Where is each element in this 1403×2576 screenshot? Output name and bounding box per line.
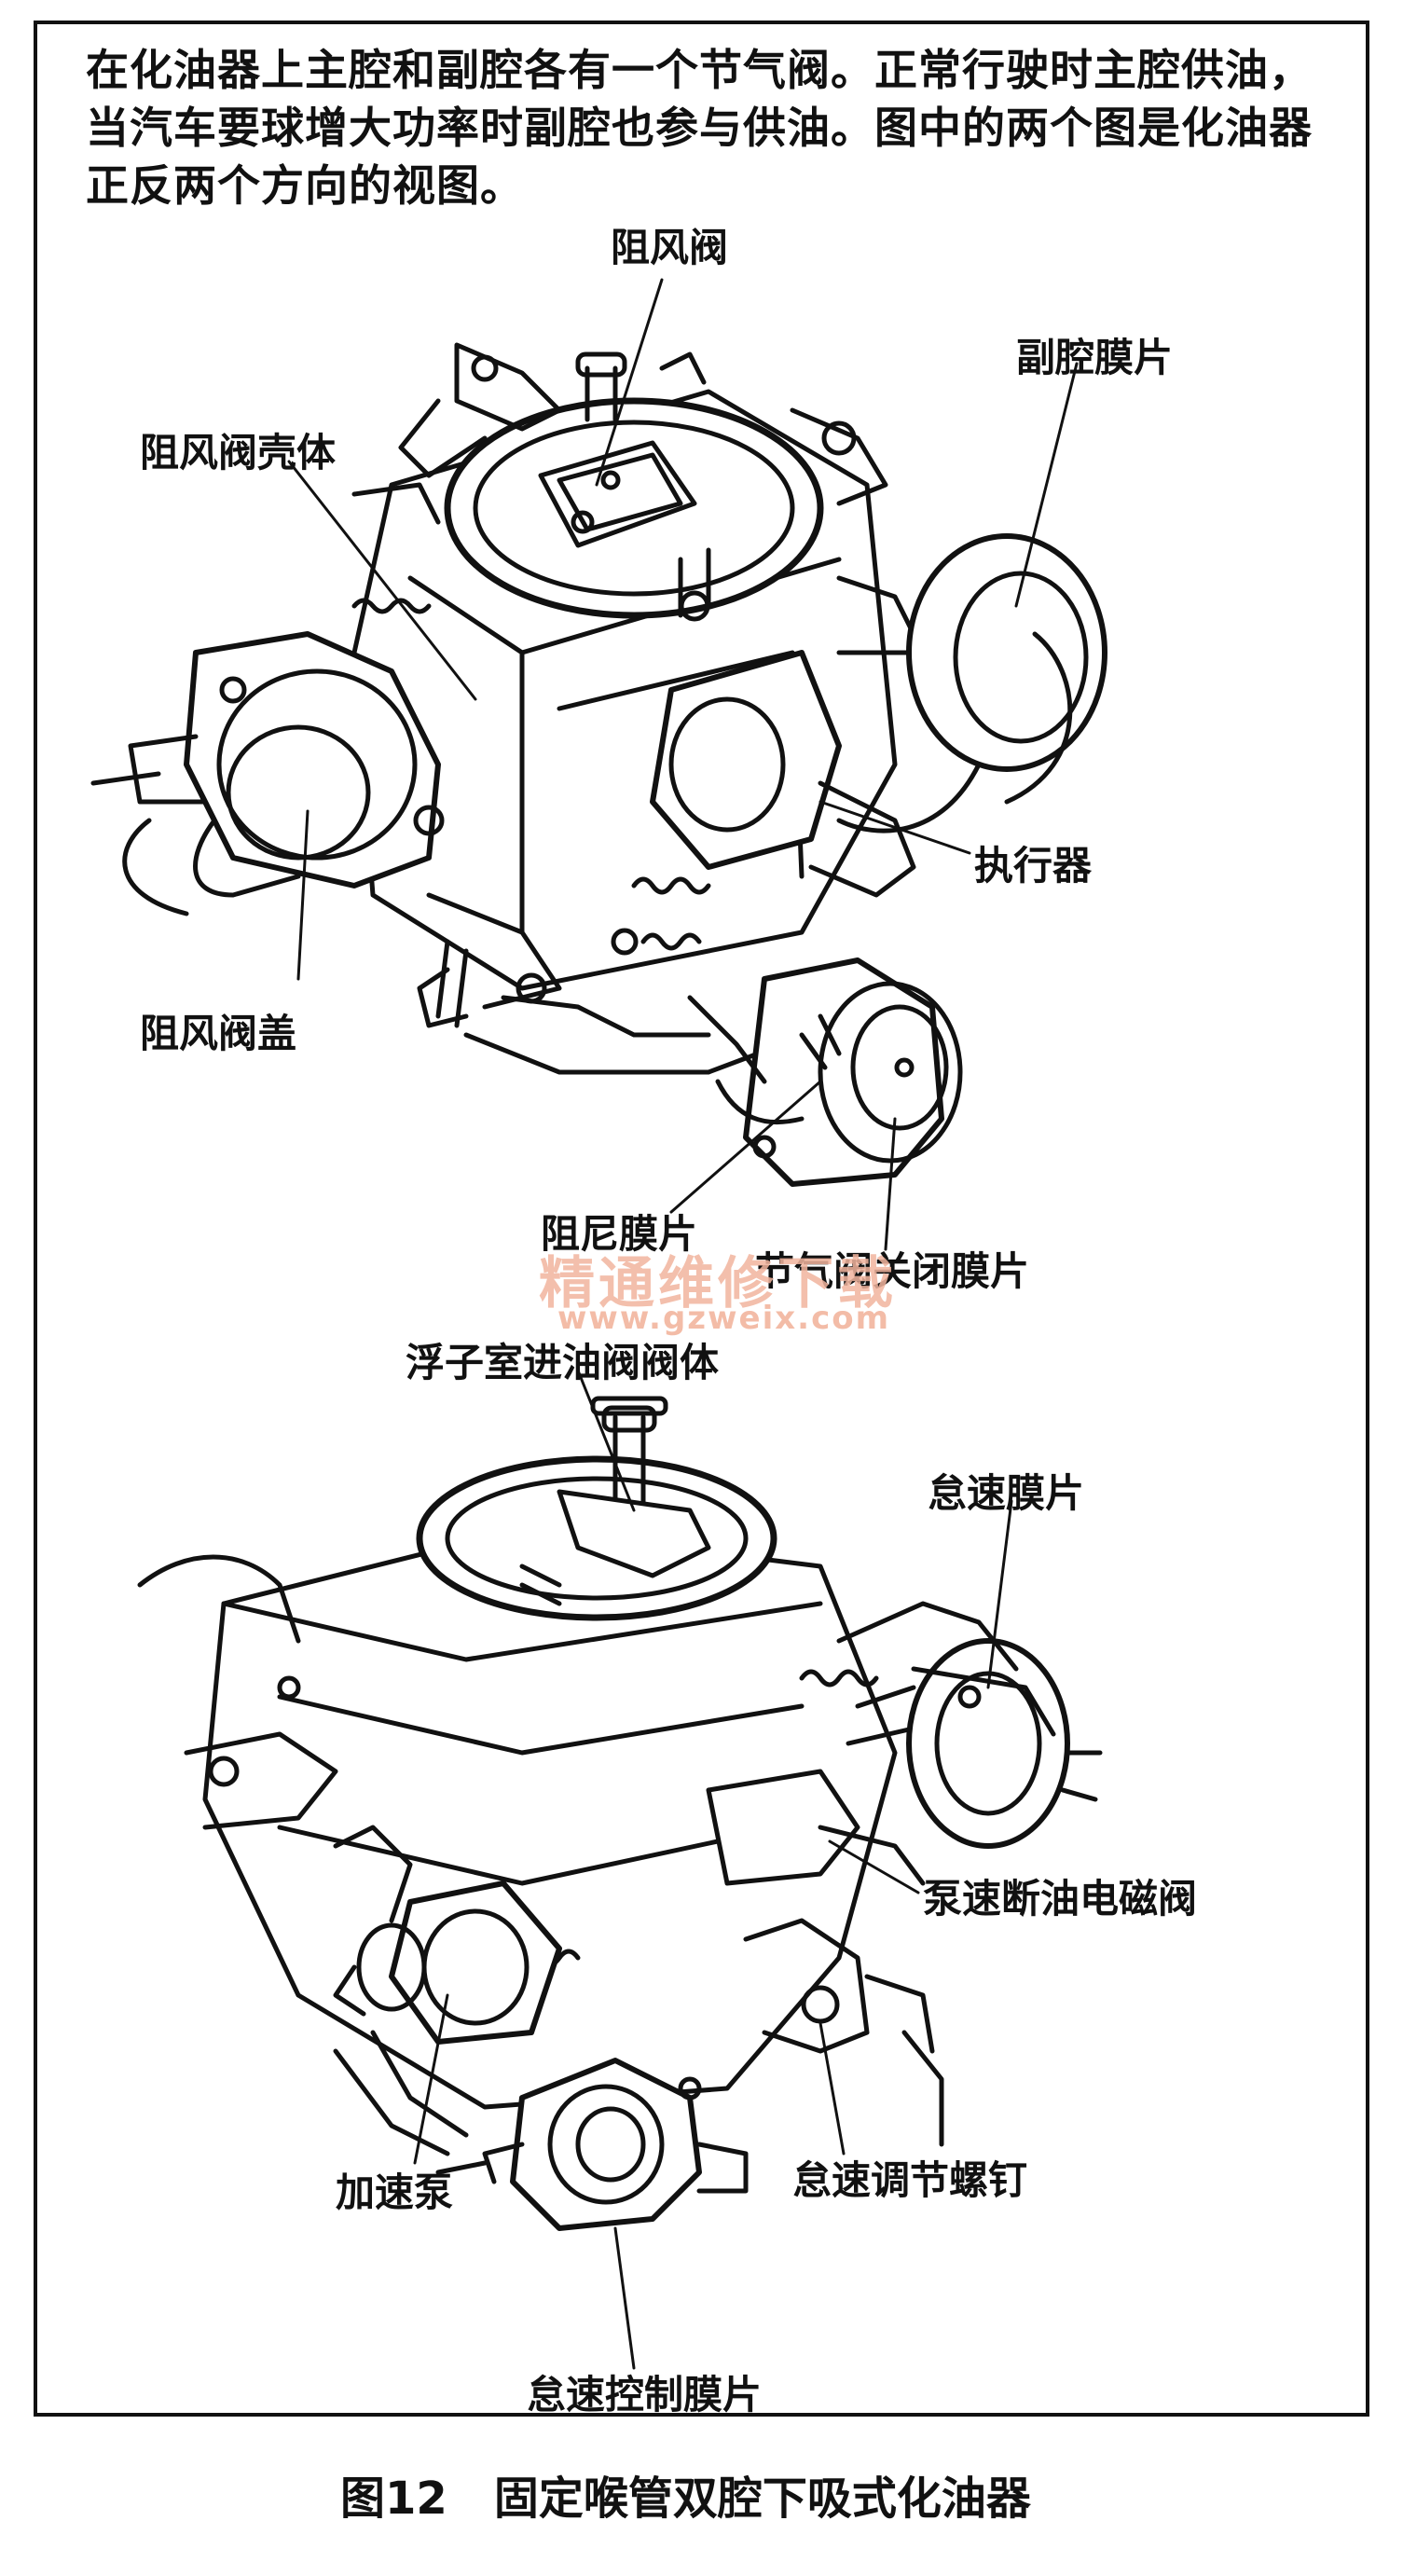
watermark-text: 精通维修下载 bbox=[539, 1251, 897, 1316]
label-idle-adjust-screw: 怠速调节螺钉 bbox=[792, 2157, 1028, 2203]
label-throttle-close-diaphragm: 节气阀关闭膜片 bbox=[755, 1248, 1030, 1294]
label-choke-housing: 阻风阀壳体 bbox=[140, 430, 337, 475]
watermark-url: www.gzweix.com bbox=[557, 1300, 891, 1337]
label-accelerator-pump: 加速泵 bbox=[336, 2170, 454, 2215]
label-actuator: 执行器 bbox=[974, 843, 1093, 889]
figure-title: 固定喉管双腔下吸式化油器 bbox=[493, 2473, 1031, 2525]
bottom-carburetor-illustration bbox=[137, 1396, 1103, 2231]
top-carburetor-illustration bbox=[90, 342, 1107, 1187]
label-pump-cutoff-solenoid: 泵速断油电磁阀 bbox=[923, 1876, 1198, 1922]
label-choke-valve: 阻风阀 bbox=[611, 225, 729, 270]
label-damper-diaphragm: 阻尼膜片 bbox=[541, 1211, 698, 1257]
label-idle-diaphragm: 怠速膜片 bbox=[928, 1470, 1085, 1516]
figure-caption: 图12 固定喉管双腔下吸式化油器 bbox=[340, 2461, 1031, 2527]
intro-text: 在化油器上主腔和副腔各有一个节气阀。正常行驶时主腔供油，当汽车要球增大功率时副腔… bbox=[86, 45, 1313, 211]
label-float-inlet-valve-body: 浮子室进油阀阀体 bbox=[406, 1340, 720, 1385]
label-secondary-diaphragm: 副腔膜片 bbox=[1016, 335, 1174, 380]
label-idle-control-diaphragm: 怠速控制膜片 bbox=[527, 2372, 763, 2418]
figure-number: 图12 bbox=[340, 2473, 447, 2525]
label-choke-cover: 阻风阀盖 bbox=[140, 1011, 297, 1056]
leader-lines bbox=[287, 278, 1079, 2370]
figure-frame bbox=[34, 21, 1369, 2417]
